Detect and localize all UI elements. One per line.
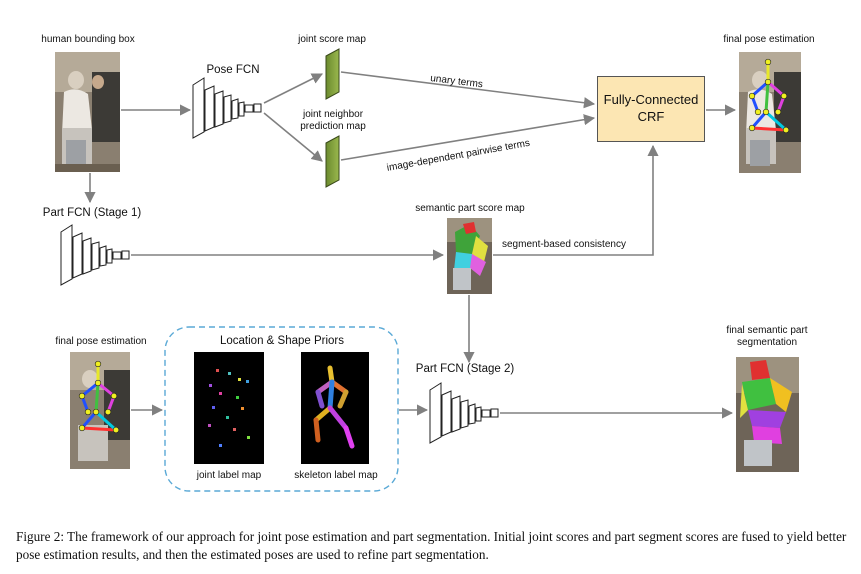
joint-neighbor-map-slab [325,135,340,188]
final-pose-photo-bottom [70,352,130,469]
semantic-part-score-photo [447,218,492,294]
arrow-neighbor-to-crf [340,114,596,161]
part-fcn-stage1-icon [60,224,130,286]
label-segment-consistency: segment-based consistency [502,239,626,250]
label-human-bounding-box: human bounding box [41,34,135,45]
joint-label-map-image [194,352,264,464]
arrow-pose-fcn-to-joint-score [263,73,324,104]
label-joint-neighbor-line1: joint neighbor [302,109,364,120]
label-part-fcn-stage1: Part FCN (Stage 1) [42,207,142,219]
arrow-pose-fcn-to-neighbor [263,112,323,162]
part-fcn-stage2-icon [429,382,499,444]
label-final-segmentation-line1: final semantic part [726,325,808,336]
label-location-shape-priors: Location & Shape Priors [219,335,345,347]
label-skeleton-label-map: skeleton label map [294,470,378,481]
joint-score-map-slab [325,48,340,100]
arrows [84,71,737,419]
label-semantic-part-score-map: semantic part score map [415,203,525,214]
skeleton-label-map-image [301,352,369,464]
label-joint-score-map: joint score map [298,34,366,45]
pose-fcn-icon [192,77,262,139]
final-segmentation-photo [736,357,799,472]
label-final-pose-bottom: final pose estimation [55,336,147,347]
label-pose-fcn: Pose FCN [206,64,260,76]
crf-label-line2: CRF [637,109,665,124]
figure-caption: Figure 2: The framework of our approach … [16,529,847,562]
final-pose-photo-top [739,52,801,173]
arrow-semantic-map-to-crf [493,144,659,256]
label-joint-label-map: joint label map [196,470,262,481]
label-part-fcn-stage2: Part FCN (Stage 2) [415,363,515,375]
label-final-pose-top: final pose estimation [723,34,815,45]
crf-box: Fully-Connected CRF [597,76,705,142]
label-final-segmentation-line2: segmentation [736,337,798,348]
arrow-joint-score-to-crf [340,71,596,109]
priors-dashed-box [164,326,399,492]
label-joint-neighbor-line2: prediction map [300,121,366,132]
crf-label-line1: Fully-Connected [603,92,699,107]
input-photo [55,52,120,172]
